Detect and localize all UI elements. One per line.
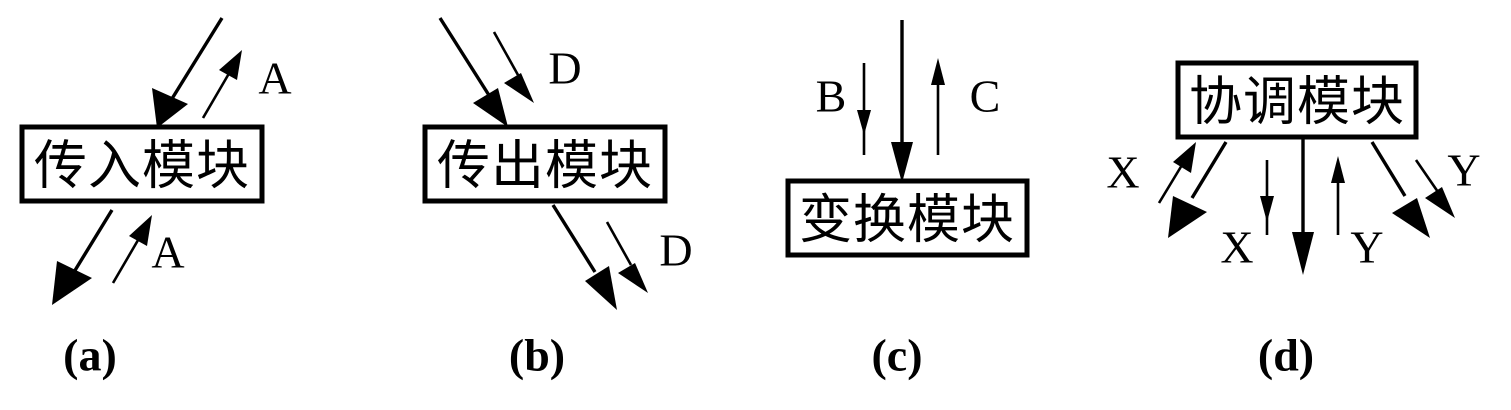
panel-a-flow-label-top: A (258, 53, 291, 104)
panel-b-module-box (422, 124, 668, 204)
panel-d-arrow-x-center (1260, 160, 1274, 235)
panel-b-arrow-in-top (438, 17, 508, 127)
panel-c-flow-label-c: C (970, 71, 1001, 122)
caption-row: (a) (b) (c) (d) (63, 330, 1314, 381)
caption-b: (b) (509, 330, 565, 381)
panel-d-arrow-y-in (1414, 159, 1455, 218)
panel-b-flow-label-top: D (548, 43, 581, 94)
panel-a: 传入模块 A A (19, 17, 292, 305)
panel-d-arrow-y-out (1370, 141, 1430, 238)
panel-b-arrow-in-bottom (605, 221, 648, 293)
panel-a-arrow-out-top (201, 50, 242, 119)
panel-d-arrow-x-in (1157, 142, 1196, 204)
caption-c: (c) (871, 330, 922, 381)
panel-b-module-label: 传出模块 (437, 136, 653, 197)
panel-d-arrow-x-out (1168, 141, 1228, 238)
panel-a-flow-label-bottom: A (151, 227, 184, 278)
panel-c-module-box (785, 178, 1030, 258)
panel-a-arrow-in-bottom (111, 215, 152, 284)
panel-c-module-label: 变换模块 (799, 190, 1015, 251)
panel-b-arrow-out-top (492, 31, 534, 103)
panel-c: 变换模块 B C (785, 20, 1030, 258)
panel-a-arrow-out-bottom (52, 209, 114, 305)
panel-a-arrow-in-top (152, 17, 224, 128)
caption-a: (a) (63, 330, 117, 381)
panel-c-arrow-main (891, 20, 913, 183)
caption-d: (d) (1258, 330, 1314, 381)
panel-b-flow-label-bottom: D (659, 225, 692, 276)
panel-d-arrow-main (1292, 137, 1314, 275)
panel-a-module-label: 传入模块 (34, 136, 250, 197)
panel-d-flow-label-y-center: Y (1350, 222, 1383, 273)
panel-d-module-box (1175, 60, 1419, 140)
panel-d-arrow-y-center (1331, 156, 1345, 235)
panel-c-flow-label-b: B (816, 71, 847, 122)
panel-d-flow-label-y-right: Y (1447, 145, 1480, 196)
panel-d-flow-label-x-left: X (1106, 147, 1139, 198)
panel-b-arrow-out-bottom (551, 204, 617, 310)
panel-c-arrow-b (857, 63, 871, 155)
panel-b: 传出模块 D D (422, 17, 693, 310)
panel-c-arrow-c (931, 58, 945, 155)
panel-d-flow-label-x-center: X (1220, 222, 1253, 273)
panel-a-module-box (19, 124, 265, 204)
panel-d-module-label: 协调模块 (1189, 72, 1405, 133)
panel-d: 协调模块 (1106, 60, 1481, 275)
